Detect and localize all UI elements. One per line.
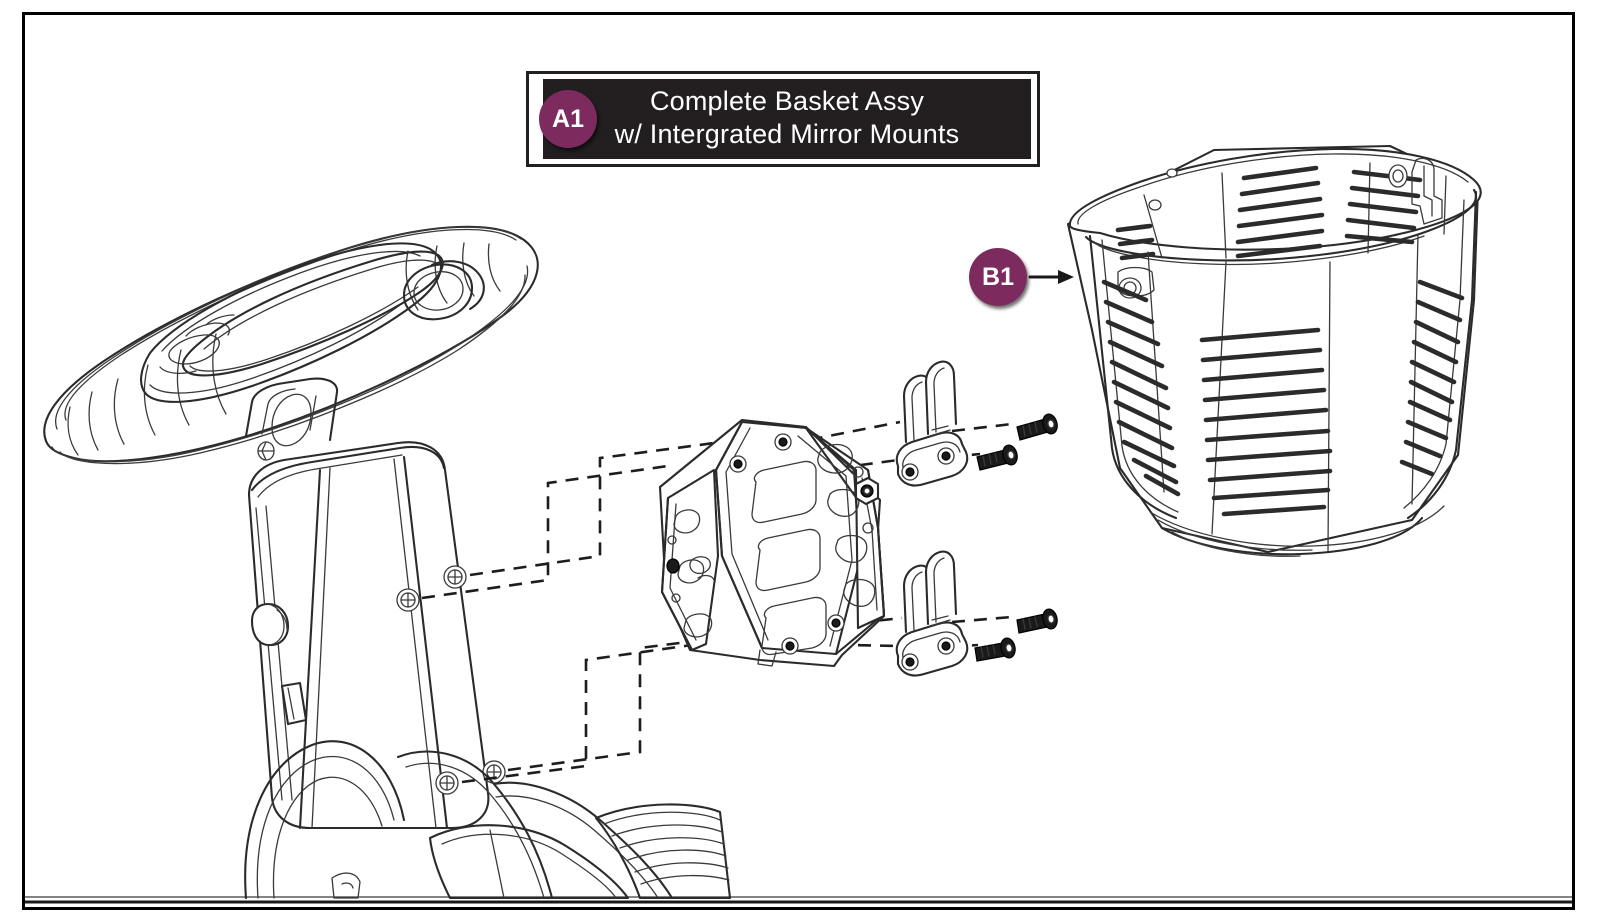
bracket-lightening-hole <box>683 613 713 638</box>
basket-vent-panel <box>1199 327 1333 517</box>
bracket-lightening-hole <box>673 509 701 534</box>
basket-vent-panel <box>1399 279 1465 477</box>
mirror-mount-bracket <box>895 550 969 677</box>
basket-interior <box>1115 162 1447 261</box>
socket-head-cap-screw <box>1016 413 1058 441</box>
basket-vent-panel <box>1344 169 1423 245</box>
bracket-threaded-boss <box>854 476 880 506</box>
tiller-handlebar <box>43 225 539 465</box>
bracket-lightening-hole <box>817 443 853 474</box>
bracket-cutout <box>751 460 817 524</box>
bracket-lightening-hole <box>827 488 860 517</box>
assembly-dash-line <box>951 615 1013 624</box>
mirror-mount-bracket <box>895 360 969 487</box>
scooter-front-shroud <box>244 740 732 900</box>
bracket-mount-hole <box>781 637 799 655</box>
tiller-mount-hole <box>396 588 420 612</box>
callout-badge-a1[interactable]: A1 <box>539 90 597 148</box>
basket-front-wall <box>1160 261 1424 557</box>
mirror-mount-hole <box>901 463 919 481</box>
bracket-lightening-hole <box>843 578 876 607</box>
basket-vent-panel <box>1235 165 1325 259</box>
title-block: Complete Basket Assy w/ Intergrated Mirr… <box>526 71 1040 167</box>
basket-bottom <box>1149 505 1445 551</box>
tiller-tilt-knob <box>250 602 290 647</box>
bracket-lightening-hole <box>835 534 868 563</box>
mirror-mount-hole <box>901 653 919 671</box>
title-line-1: Complete Basket Assy <box>649 86 925 116</box>
socket-head-cap-screw <box>976 444 1018 471</box>
assembly-dash-line <box>461 643 693 784</box>
basket-vent-panel <box>1101 279 1181 497</box>
title-bar: Complete Basket Assy w/ Intergrated Mirr… <box>543 79 1031 159</box>
b1-leader-arrow <box>1028 270 1074 284</box>
basket-hook-tab <box>1411 157 1443 225</box>
assembly-dash-line <box>469 440 723 577</box>
ground-line <box>23 896 1574 904</box>
mirror-mount-hole <box>937 637 955 655</box>
tiller-assembly <box>43 225 732 900</box>
mirror-mount-hole <box>937 447 955 465</box>
bracket-mount-hole <box>729 455 747 473</box>
drawing-border-frame <box>22 12 1575 910</box>
socket-head-cap-screw <box>974 637 1016 662</box>
basket-right-wall <box>1388 157 1478 520</box>
basket-mounting-bracket-plate <box>658 418 886 668</box>
bracket-cutout <box>755 528 821 592</box>
bracket-mount-hole <box>827 614 845 632</box>
tiller-column <box>244 377 506 830</box>
tiller-mount-hole <box>443 565 467 589</box>
basket-left-wall <box>1088 234 1181 520</box>
bracket-cutout <box>761 596 827 656</box>
basket <box>1066 144 1482 557</box>
bracket-mount-hole <box>774 433 792 451</box>
basket-mount-hole <box>1388 164 1408 188</box>
callout-badge-b1[interactable]: B1 <box>969 248 1027 306</box>
assembly-dash-line <box>787 420 901 446</box>
tiller-mount-hole <box>435 771 459 795</box>
title-line-2: w/ Intergrated Mirror Mounts <box>614 119 960 149</box>
socket-head-cap-screw <box>1016 608 1058 634</box>
assembly-dash-line <box>951 422 1013 433</box>
